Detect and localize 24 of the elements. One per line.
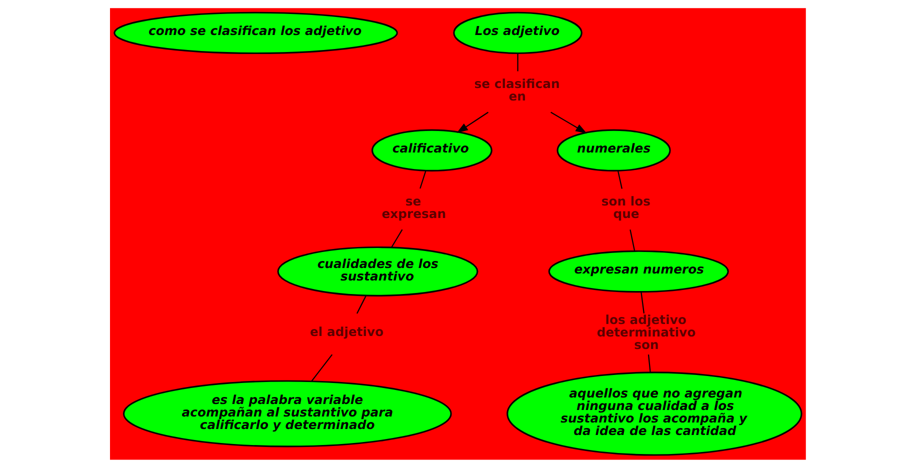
connector — [640, 292, 644, 314]
connector — [390, 229, 402, 248]
connector — [647, 354, 650, 372]
node-ellipse: aquellos que no agregan ninguna cualidad a los sustantivo los acompaña y da idea de las cantidad — [506, 372, 802, 456]
connector — [616, 170, 622, 189]
connector — [356, 295, 366, 314]
node-ellipse: es la palabra variable acompañan al sustantivo para calificarlo y determinado — [122, 380, 452, 448]
node-text: se clasifican en — [474, 76, 560, 104]
arrow — [456, 112, 488, 133]
node-ellipse: como se clasifican los adjetivo — [113, 12, 398, 54]
node-ellipse: calificativo — [370, 129, 492, 172]
node-ellipse: cualidades de los sustantivo — [276, 246, 478, 296]
node-text: son los que — [600, 193, 650, 221]
node-text: se expresan — [381, 193, 446, 221]
connector — [419, 170, 426, 189]
node-ellipse: expresan numeros — [548, 250, 728, 293]
node-text: los adjetivo determinativo son — [596, 312, 696, 352]
node-text: el adjetivo — [309, 324, 384, 339]
arrow — [550, 112, 586, 134]
connector — [516, 54, 518, 72]
connector — [629, 229, 635, 252]
node-ellipse: numerales — [556, 129, 670, 172]
node-ellipse: Los adjetivo — [452, 12, 582, 54]
connector — [310, 354, 332, 382]
